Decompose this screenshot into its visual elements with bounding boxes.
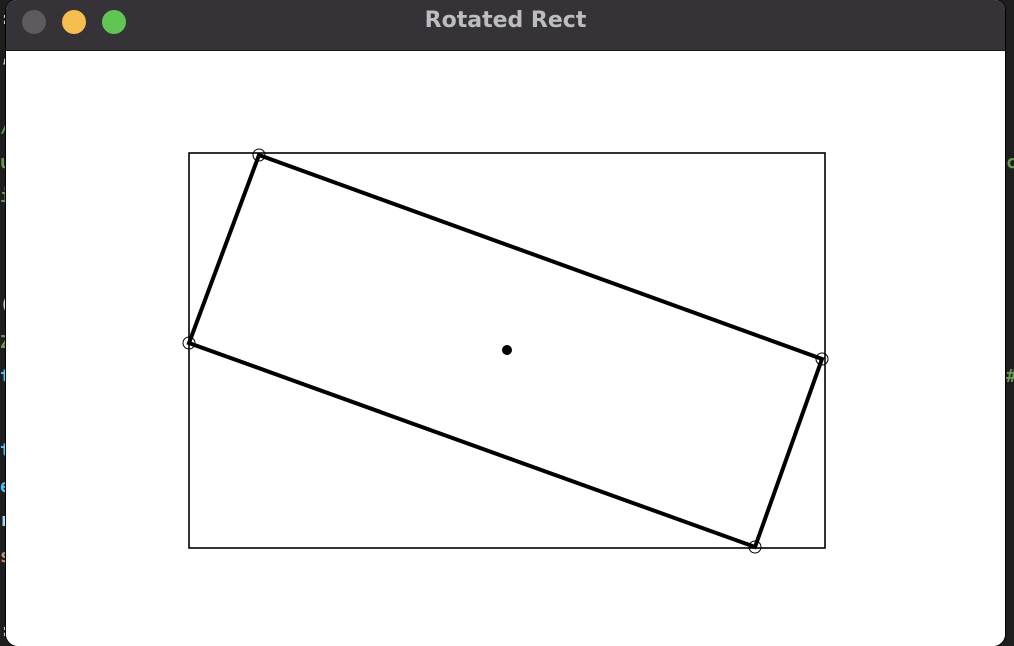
background-code-glyph: i: [0, 188, 11, 206]
background-code-glyph: c: [1006, 152, 1014, 173]
vertex-marker-left: [182, 336, 196, 350]
vertex-marker-right: [815, 352, 829, 366]
background-code-glyph: u: [0, 154, 11, 172]
background-code-glyph: (: [0, 296, 11, 314]
background-code-glyph: t: [0, 368, 11, 386]
minimize-icon[interactable]: [62, 10, 86, 34]
background-code-glyph: Z: [0, 334, 11, 352]
close-icon[interactable]: [22, 10, 46, 34]
title-bar[interactable]: Rotated Rect: [6, 0, 1005, 51]
rotated-rect: [186, 152, 825, 550]
vertex-marker-top: [252, 148, 266, 162]
center-point: [502, 345, 512, 355]
vertex-marker-bottom: [748, 540, 762, 554]
background-code-glyph: :: [0, 10, 11, 28]
window-title: Rotated Rect: [424, 8, 587, 33]
drawing-surface: [182, 148, 829, 554]
background-code-glyph: r: [0, 512, 11, 530]
background-code-glyph: :: [0, 622, 11, 640]
background-code-glyph: t: [0, 442, 11, 460]
background-code-glyph: s: [0, 548, 11, 566]
background-code-glyph: ,: [0, 48, 11, 66]
background-code-glyph: #: [1006, 368, 1014, 386]
drawing-canvas[interactable]: [6, 51, 1005, 646]
bounding-rect: [188, 152, 826, 549]
background-code-glyph: /: [0, 118, 11, 136]
background-code-glyph: e: [0, 478, 11, 496]
app-window: Rotated Rect: [6, 0, 1005, 646]
zoom-icon[interactable]: [102, 10, 126, 34]
